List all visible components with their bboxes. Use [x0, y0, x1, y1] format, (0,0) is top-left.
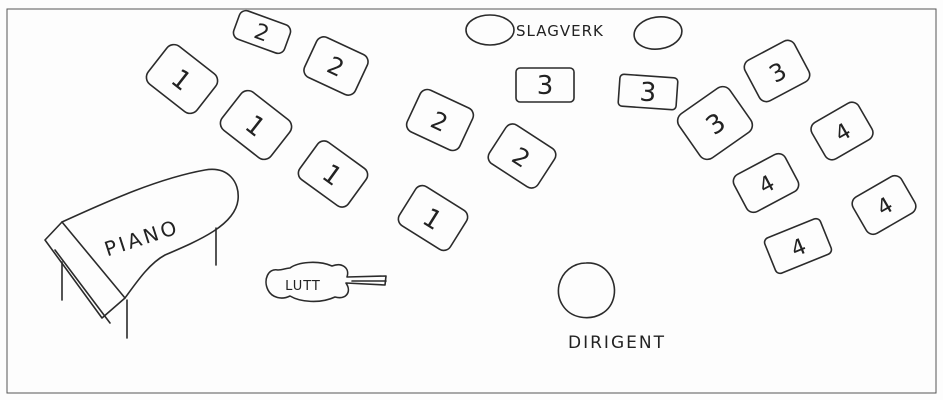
chair-number: 4 [755, 171, 779, 200]
chair-number: 2 [251, 19, 273, 47]
bass-label: LUTT [285, 279, 321, 294]
percussion-oval-left [466, 15, 514, 45]
chair: 3 [674, 83, 756, 163]
percussion-oval-right [632, 14, 684, 52]
chair: 1 [295, 138, 371, 210]
chair: 4 [731, 151, 802, 215]
chair: 1 [395, 183, 470, 254]
chair: 2 [404, 87, 476, 153]
chair-number: 2 [323, 51, 349, 83]
chair-number: 1 [165, 64, 197, 98]
percussion-label: SLAGVERK [516, 22, 604, 40]
chair-number: 1 [316, 159, 347, 193]
chair: 4 [763, 217, 833, 275]
chair: 3 [618, 74, 678, 110]
piano: PIANO [45, 169, 238, 338]
conductor-podium [558, 263, 614, 318]
chair-number: 4 [873, 193, 898, 222]
chair-number: 3 [765, 57, 792, 89]
chair-number: 4 [831, 119, 856, 148]
chair: 4 [808, 99, 876, 162]
paper-border [7, 9, 936, 393]
chair-number: 2 [507, 142, 535, 174]
chair-number: 1 [417, 203, 447, 237]
chair: 1 [143, 41, 221, 117]
chair-number: 2 [426, 106, 452, 138]
conductor-label: DIRIGENT [568, 333, 666, 353]
chair: 2 [301, 34, 370, 98]
chair: 3 [516, 68, 574, 102]
chair: 4 [849, 173, 918, 237]
chair-number: 3 [639, 77, 658, 108]
chair: 2 [231, 9, 292, 56]
double-bass: LUTT [266, 262, 386, 301]
chair-number: 3 [701, 108, 732, 142]
chair: 1 [217, 87, 295, 163]
chair: 3 [741, 38, 812, 105]
chair-number: 4 [788, 234, 810, 262]
chair-number: 1 [239, 110, 271, 144]
chair: 2 [485, 121, 559, 191]
piano-label: PIANO [101, 215, 182, 262]
chair-number: 3 [537, 71, 554, 101]
